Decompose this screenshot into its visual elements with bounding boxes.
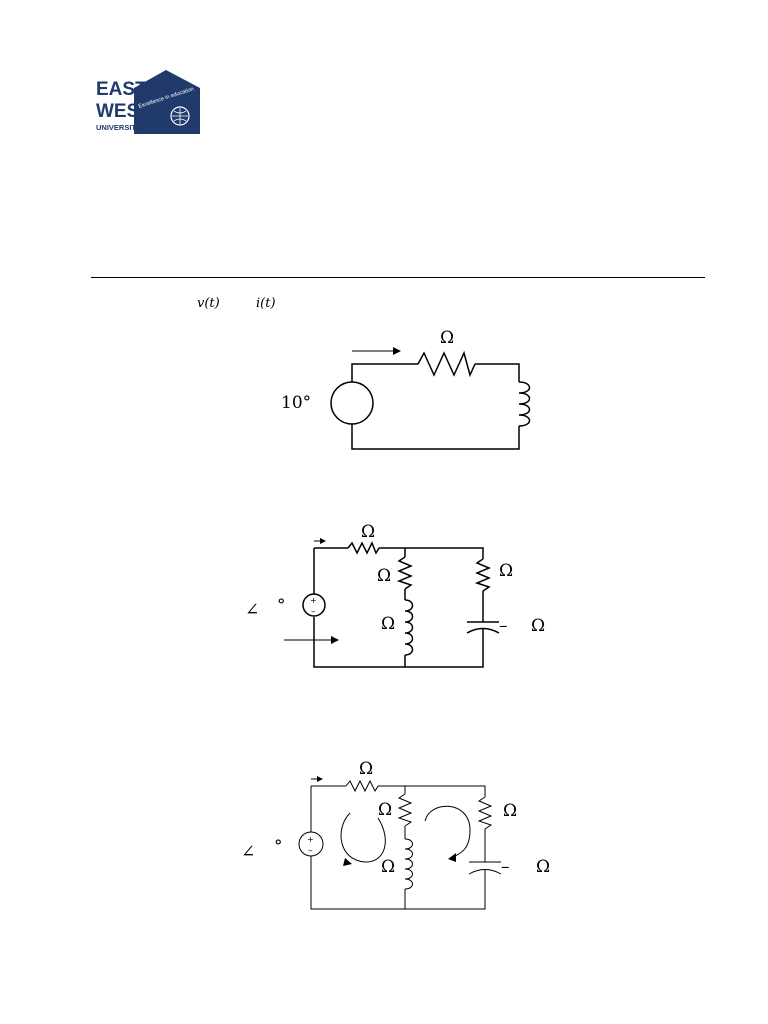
- header-divider: [91, 277, 705, 278]
- circuit-3-voltage-source: [298, 831, 324, 857]
- logo-line2: WEST: [96, 101, 151, 122]
- circuit-2-inductor-unit: Ω: [381, 614, 396, 634]
- circuit-3-angle-symbol: ∠: [241, 842, 256, 862]
- current-symbol: i(t): [256, 296, 276, 311]
- circuit-3-inductor-unit: Ω: [381, 857, 396, 877]
- circuit-3-middle-resistor-unit: Ω: [378, 800, 393, 820]
- logo-graphic: EAST WEST UNIVERSITY Excellence in educa…: [96, 70, 200, 134]
- circuit-2-voltage-source: [302, 593, 326, 617]
- voltage-symbol: v(t): [197, 296, 220, 311]
- circuit-2-middle-resistor: [396, 556, 413, 590]
- circuit-1-resistor-unit: Ω: [440, 328, 455, 348]
- svg-text:–: –: [311, 607, 316, 617]
- circuit-2-angle-symbol: ∠: [245, 600, 260, 620]
- circuit-2-middle-inductor: [404, 599, 414, 656]
- circuit-2-series-resistor-unit: Ω: [361, 522, 376, 542]
- circuit-2-right-resistor: [474, 558, 491, 592]
- east-west-university-logo: EAST WEST UNIVERSITY Excellence in educa…: [96, 68, 206, 136]
- circuit-3-mesh-1-loop: [340, 812, 386, 863]
- circuit-3-series-resistor: [345, 779, 379, 793]
- logo-line3: UNIVERSITY: [96, 123, 141, 132]
- circuit-3-series-resistor-unit: Ω: [359, 759, 374, 779]
- circuit-3-middle-resistor: [397, 793, 413, 827]
- circuit-3-right-resistor-unit: Ω: [503, 801, 518, 821]
- circuit-2-degree-symbol: °: [277, 596, 286, 616]
- circuit-2-capacitor-dash: –: [499, 616, 508, 636]
- circuit-3-middle-inductor: [404, 838, 413, 890]
- svg-text:+: +: [307, 835, 314, 844]
- circuit-3-capacitor-dash: –: [501, 857, 510, 877]
- circuit-3-capacitor-unit: Ω: [536, 857, 551, 877]
- circuit-2-series-resistor: [347, 541, 380, 555]
- svg-text:–: –: [308, 846, 313, 856]
- circuit-3-degree-symbol: °: [274, 837, 283, 857]
- circuit-1-resistor: [417, 350, 476, 378]
- logo-line1: EAST: [96, 79, 147, 100]
- circuit-3-right-resistor: [477, 796, 493, 830]
- circuit-2-right-resistor-unit: Ω: [499, 561, 514, 581]
- circuit-2-middle-resistor-unit: Ω: [377, 566, 392, 586]
- circuit-1-inductor: [518, 381, 531, 427]
- svg-text:+: +: [310, 596, 317, 605]
- circuit-1-source-label: 10°: [281, 393, 312, 413]
- circuit-2-capacitor-unit: Ω: [531, 616, 546, 636]
- circuit-3-mesh-2-loop: [424, 805, 471, 858]
